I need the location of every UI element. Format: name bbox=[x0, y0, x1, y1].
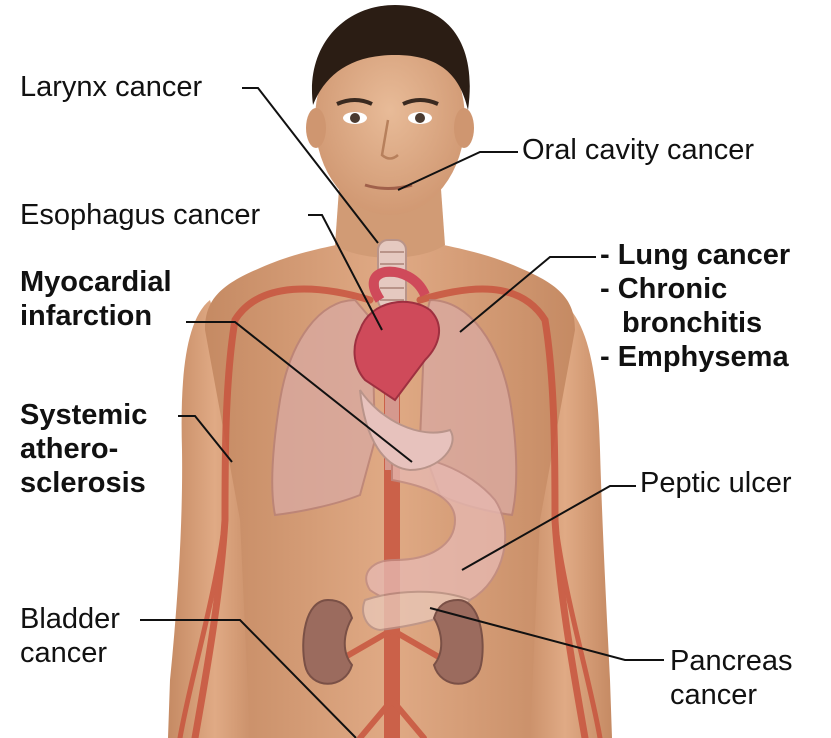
label-bladder-line-1: Bladder bbox=[20, 602, 120, 636]
left-ear bbox=[306, 108, 326, 148]
label-systemic-atherosclerosis: Systemic athero- sclerosis bbox=[20, 398, 147, 500]
label-esophagus-text: Esophagus cancer bbox=[20, 199, 260, 231]
right-ear bbox=[454, 108, 474, 148]
label-pancreas-line-2: cancer bbox=[670, 678, 793, 712]
label-bladder-line-2: cancer bbox=[20, 636, 120, 670]
label-systemic-line-3: sclerosis bbox=[20, 466, 147, 500]
label-bladder-cancer: Bladder cancer bbox=[20, 602, 120, 670]
left-iris bbox=[350, 113, 360, 123]
right-iris bbox=[415, 113, 425, 123]
label-peptic-ulcer: Peptic ulcer bbox=[640, 466, 792, 500]
label-pancreas-cancer: Pancreas cancer bbox=[670, 644, 793, 712]
label-systemic-line-1: Systemic bbox=[20, 398, 147, 432]
label-myocardial-line-1: Myocardial bbox=[20, 265, 172, 299]
right-kidney bbox=[434, 600, 483, 684]
label-myocardial-infarction: Myocardial infarction bbox=[20, 265, 172, 333]
label-pancreas-line-1: Pancreas bbox=[670, 644, 793, 678]
label-oral-text: Oral cavity cancer bbox=[522, 134, 754, 166]
label-esophagus-cancer: Esophagus cancer bbox=[20, 198, 260, 232]
label-lung-line-2: - Chronic bbox=[600, 272, 790, 306]
label-myocardial-line-2: infarction bbox=[20, 299, 172, 333]
label-larynx-text: Larynx cancer bbox=[20, 71, 202, 103]
label-larynx-cancer: Larynx cancer bbox=[20, 70, 202, 104]
left-kidney bbox=[303, 600, 352, 684]
label-peptic-text: Peptic ulcer bbox=[640, 467, 792, 499]
label-lung-line-1: - Lung cancer bbox=[600, 238, 790, 272]
label-oral-cavity-cancer: Oral cavity cancer bbox=[522, 133, 754, 167]
label-lung-diseases: - Lung cancer - Chronic bronchitis - Emp… bbox=[600, 238, 790, 374]
label-lung-line-3: bronchitis bbox=[600, 306, 790, 340]
label-lung-line-4: - Emphysema bbox=[600, 340, 790, 374]
label-systemic-line-2: athero- bbox=[20, 432, 147, 466]
